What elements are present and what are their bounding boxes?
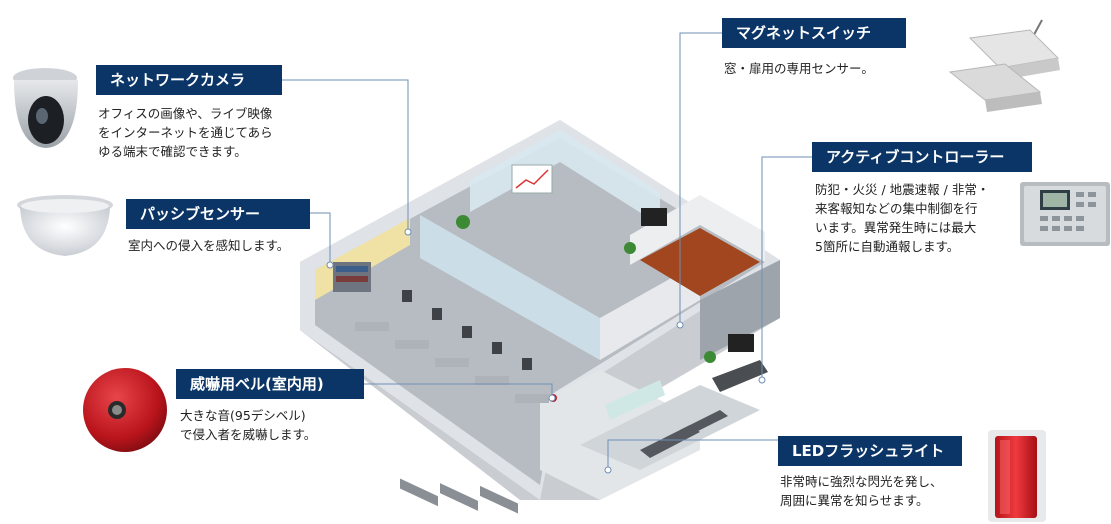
led-flash-light-desc: 非常時に強烈な閃光を発し、 周囲に異常を知らせます。 xyxy=(780,474,943,508)
magnet-switch-title: マグネットスイッチ xyxy=(722,18,906,48)
magnet-switch-icon xyxy=(948,19,1060,112)
network-camera-title: ネットワークカメラ xyxy=(96,65,282,95)
passive-sensor-title: パッシブセンサー xyxy=(126,199,310,229)
building xyxy=(300,120,780,514)
passive-sensor-icon xyxy=(17,195,113,256)
network-camera-desc: オフィスの画像や、ライブ映像 をインターネットを通じてあら ゆる端末で確認できま… xyxy=(98,106,273,159)
alarm-bell-icon xyxy=(83,368,167,452)
alarm-bell-title: 威嚇用ベル(室内用) xyxy=(176,369,364,399)
active-controller-icon xyxy=(1020,182,1110,246)
active-controller-title: アクティブコントローラー xyxy=(812,142,1032,172)
network-camera-icon xyxy=(13,68,78,148)
magnet-switch-desc: 窓・扉用の専用センサー。 xyxy=(724,61,874,76)
leader-lines xyxy=(282,32,812,474)
active-controller-desc: 防犯・火災 / 地震速報 / 非常・ 来客報知などの集中制御を行 います。異常発… xyxy=(815,182,990,254)
passive-sensor-desc: 室内への侵入を感知します。 xyxy=(128,238,290,253)
led-flash-light-title: LEDフラッシュライト xyxy=(778,436,962,466)
alarm-bell-desc: 大きな音(95デシベル) で侵入者を威嚇します。 xyxy=(180,408,317,442)
led-flash-light-icon xyxy=(988,430,1046,522)
